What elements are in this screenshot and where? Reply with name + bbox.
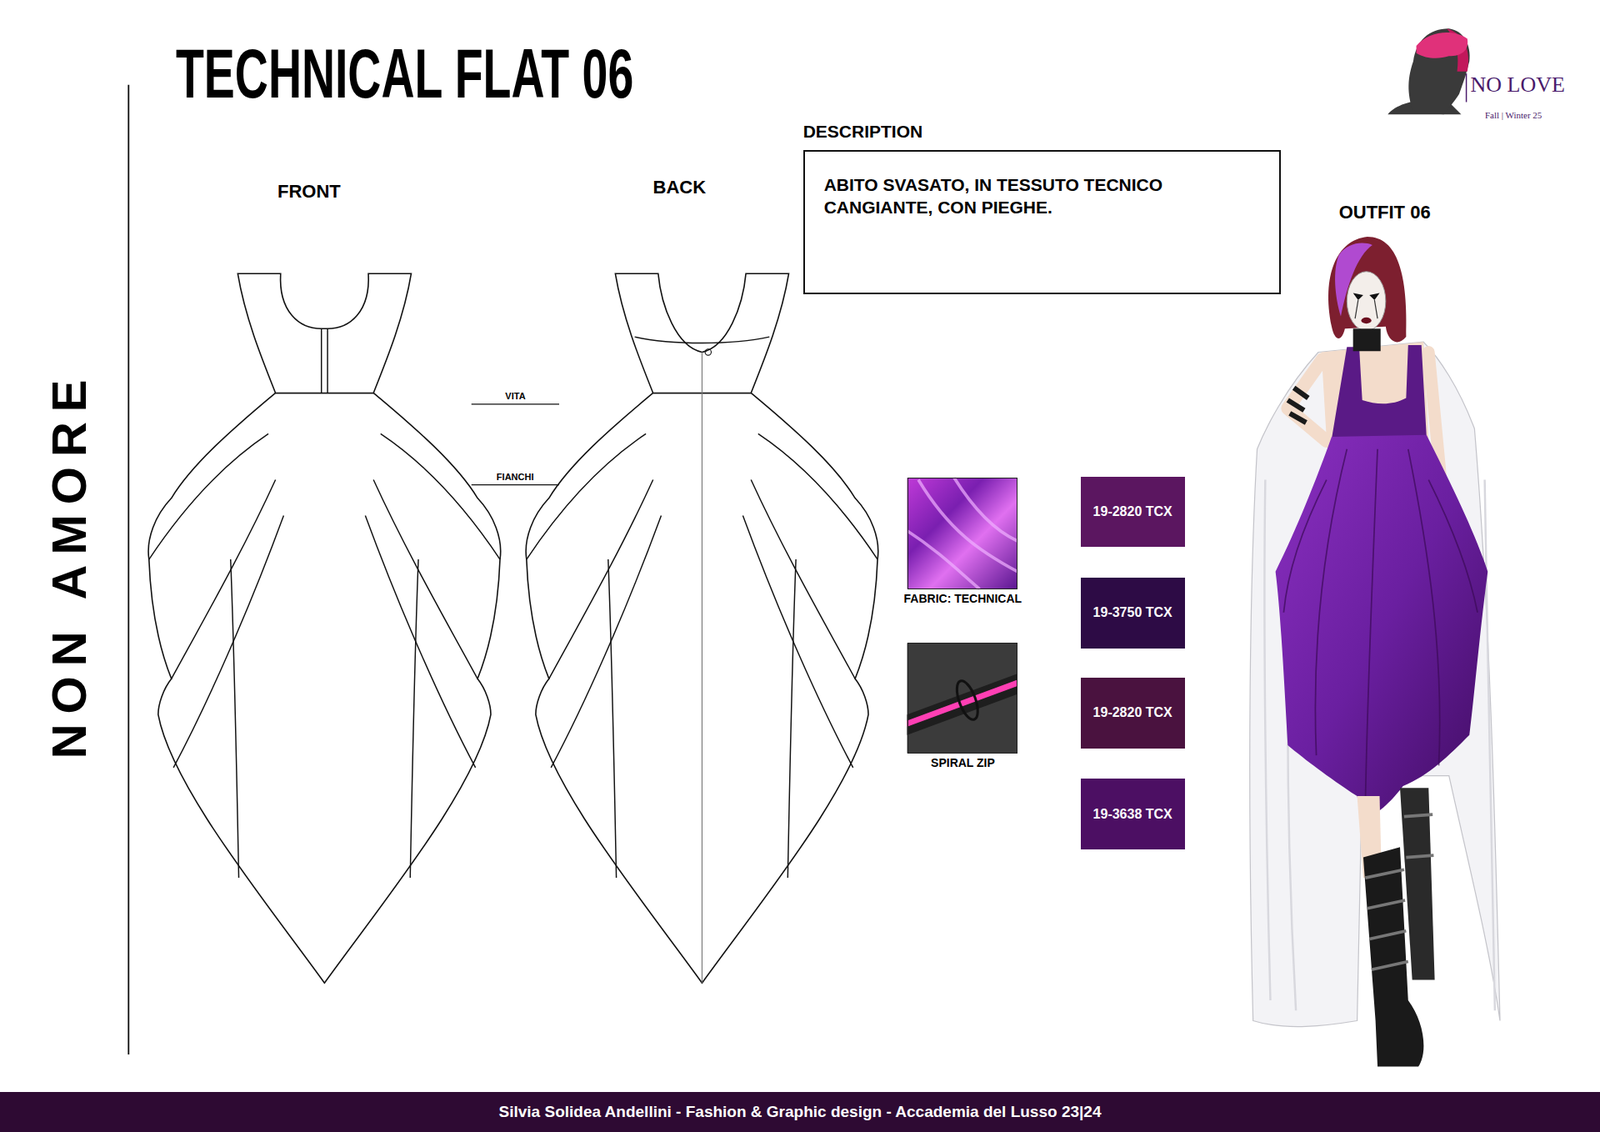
swatch-code: 19-3750 TCX bbox=[1093, 605, 1173, 620]
view-label: BACK bbox=[653, 177, 707, 198]
color-swatch: 19-2820 TCX bbox=[1080, 476, 1185, 547]
view-label: FRONT bbox=[277, 181, 341, 202]
section-heading: DESCRIPTION bbox=[803, 121, 924, 142]
sheet-title: TECHNICAL FLAT 06 bbox=[175, 35, 634, 112]
season-label: Fall | Winter 25 bbox=[1485, 110, 1542, 120]
brand-name: NO LOVE bbox=[1470, 73, 1565, 98]
measure-label: VITA bbox=[505, 390, 525, 401]
collection-name: NON AMORE bbox=[42, 370, 96, 760]
color-swatch: 19-2820 TCX bbox=[1080, 677, 1185, 748]
footer-band: Silvia Solidea Andellini - Fashion & Gra… bbox=[0, 1091, 1600, 1132]
trim-sample: SPIRAL ZIP bbox=[907, 642, 1018, 753]
measure-label: FIANCHI bbox=[496, 471, 535, 482]
fabric-sample: FABRIC: TECHNICAL bbox=[907, 477, 1018, 589]
sample-label: SPIRAL ZIP bbox=[930, 756, 995, 770]
credit-text: Silvia Solidea Andellini - Fashion & Gra… bbox=[499, 1102, 1102, 1121]
description-text: ABITO SVASATO, IN TESSUTO TECNICO CANGIA… bbox=[824, 173, 1241, 220]
outfit-label: OUTFIT 06 bbox=[1339, 202, 1431, 223]
swatch-code: 19-2820 TCX bbox=[1093, 705, 1173, 720]
color-swatch: 19-3638 TCX bbox=[1080, 778, 1185, 849]
description-box: DESCRIPTIONABITO SVASATO, IN TESSUTO TEC… bbox=[803, 150, 1281, 295]
swatch-code: 19-2820 TCX bbox=[1093, 504, 1173, 520]
color-swatch: 19-3750 TCX bbox=[1080, 577, 1185, 648]
sample-label: FABRIC: TECHNICAL bbox=[904, 592, 1023, 605]
swatch-code: 19-3638 TCX bbox=[1093, 806, 1173, 822]
